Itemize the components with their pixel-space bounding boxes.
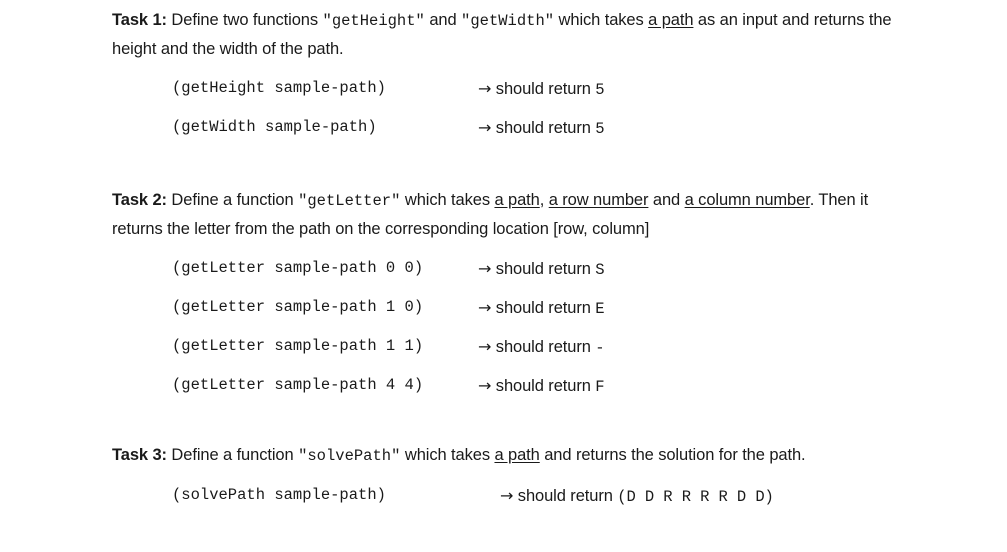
example-result-text: should return	[491, 119, 596, 137]
example-result: → should return E	[478, 298, 605, 318]
task-1-text-4: as an input and returns the height and t…	[112, 11, 892, 58]
task-2-block: Task 2: Define a function "getLetter" wh…	[112, 186, 902, 415]
task-2-underlined-a-column-number: a column number	[684, 191, 810, 209]
example-row: (getLetter sample-path 0 0) → should ret…	[112, 259, 902, 298]
arrow-icon: →	[478, 118, 492, 137]
task-2-underlined-a-row-number: a row number	[548, 191, 649, 209]
example-call: (getLetter sample-path 1 0)	[172, 298, 424, 316]
example-call: (getLetter sample-path 4 4)	[172, 376, 424, 394]
example-result-value: -	[595, 339, 605, 357]
example-result: → should return F	[478, 376, 605, 396]
task-1-text-1: Define two functions	[166, 11, 323, 29]
example-result-value: E	[595, 300, 605, 318]
example-row: (getLetter sample-path 1 0) → should ret…	[112, 298, 902, 337]
task-2-label: Task 2:	[112, 191, 167, 209]
example-result: → should return 5	[478, 118, 605, 138]
task-1-description: Task 1: Define two functions "getHeight"…	[112, 6, 902, 63]
task-3-text-2: which takes	[400, 446, 495, 464]
example-result: → should return 5	[478, 79, 605, 99]
example-row: (solvePath sample-path) → should return …	[112, 486, 902, 525]
task-2-code-getletter: "getLetter"	[298, 192, 401, 210]
task-1-label: Task 1:	[112, 11, 167, 29]
example-result-value: S	[595, 261, 605, 279]
example-call: (getLetter sample-path 1 1)	[172, 337, 424, 355]
task-1-text-3: which takes	[554, 11, 649, 29]
example-result-value: F	[595, 378, 605, 396]
task-1-text-2: and	[424, 11, 462, 29]
task-2-underlined-a-path: a path	[494, 191, 540, 209]
task-2-text-4: and	[648, 191, 685, 209]
task-2-examples: (getLetter sample-path 0 0) → should ret…	[112, 259, 902, 415]
example-row: (getLetter sample-path 4 4) → should ret…	[112, 376, 902, 415]
example-result-text: should return	[491, 338, 596, 356]
arrow-icon: →	[478, 79, 492, 98]
example-call: (solvePath sample-path)	[172, 486, 386, 504]
task-1-block: Task 1: Define two functions "getHeight"…	[112, 6, 902, 157]
example-result-text: should return	[491, 80, 596, 98]
example-row: (getWidth sample-path) → should return 5	[112, 118, 902, 157]
arrow-icon: →	[478, 259, 492, 278]
example-call: (getLetter sample-path 0 0)	[172, 259, 424, 277]
arrow-icon: →	[478, 298, 492, 317]
task-2-description: Task 2: Define a function "getLetter" wh…	[112, 186, 902, 243]
example-call: (getHeight sample-path)	[172, 79, 386, 97]
example-result-value: (D D R R R R D D)	[617, 488, 774, 506]
example-call: (getWidth sample-path)	[172, 118, 377, 136]
example-result-value: 5	[595, 120, 605, 138]
arrow-icon: →	[500, 486, 514, 505]
arrow-icon: →	[478, 376, 492, 395]
task-3-code-solvepath: "solvePath"	[298, 447, 401, 465]
task-3-text-1: Define a function	[166, 446, 299, 464]
example-row: (getHeight sample-path) → should return …	[112, 79, 902, 118]
task-2-text-2: which takes	[400, 191, 495, 209]
task-1-examples: (getHeight sample-path) → should return …	[112, 79, 902, 157]
task-3-underlined-a-path: a path	[494, 446, 540, 464]
example-result: → should return -	[478, 337, 605, 357]
task-1-code-getwidth: "getWidth"	[461, 12, 555, 30]
task-2-text-1: Define a function	[166, 191, 299, 209]
task-2-text-5: . Then it returns the letter from the pa…	[112, 191, 869, 238]
task-3-label: Task 3:	[112, 446, 167, 464]
arrow-icon: →	[478, 337, 492, 356]
task-3-text-3: and returns the solution for the path.	[539, 446, 806, 464]
example-result: → should return (D D R R R R D D)	[500, 486, 774, 506]
task-3-examples: (solvePath sample-path) → should return …	[112, 486, 902, 525]
task-1-code-getheight: "getHeight"	[322, 12, 425, 30]
example-result: → should return S	[478, 259, 605, 279]
example-result-text: should return	[491, 299, 596, 317]
example-result-text: should return	[513, 487, 618, 505]
example-result-value: 5	[595, 81, 605, 99]
task-2-text-3: ,	[539, 191, 549, 209]
task-1-underlined-a-path: a path	[648, 11, 694, 29]
example-result-text: should return	[491, 377, 596, 395]
example-row: (getLetter sample-path 1 1) → should ret…	[112, 337, 902, 376]
task-3-description: Task 3: Define a function "solvePath" wh…	[112, 441, 902, 470]
task-3-block: Task 3: Define a function "solvePath" wh…	[112, 441, 902, 525]
example-result-text: should return	[491, 260, 596, 278]
